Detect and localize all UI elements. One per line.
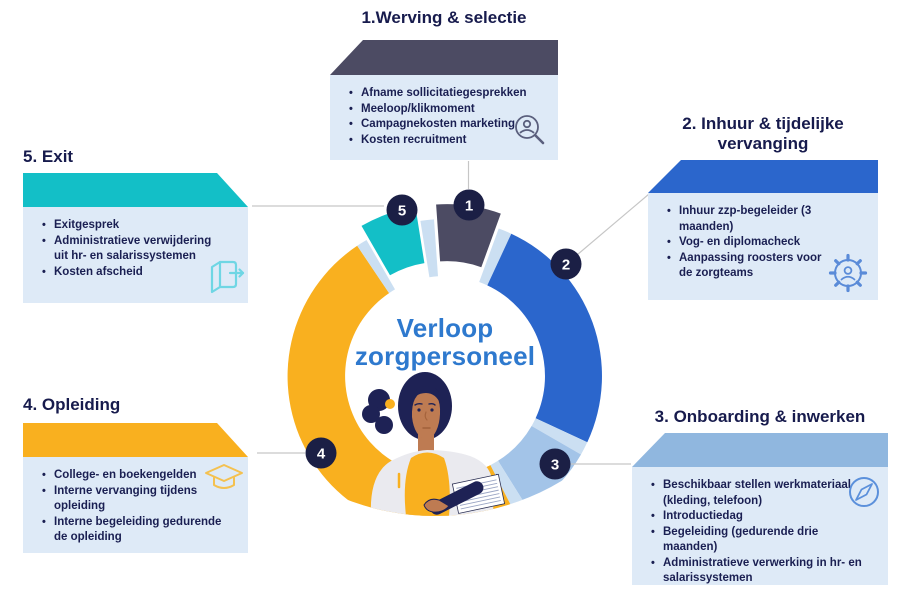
badge-5: 5	[386, 194, 418, 226]
section-2-box: Inhuur zzp-begeleider (3 maanden) Vog- e…	[648, 193, 878, 300]
nurse-illustration	[362, 372, 506, 516]
bullet-item: Kosten afscheid	[41, 265, 224, 281]
section-2-title: 2. Inhuur & tijdelijke vervanging	[682, 114, 844, 153]
person-gear-icon	[828, 253, 868, 293]
bullet-item: Meeloop/klikmoment	[348, 102, 546, 118]
graduation-cap-icon	[205, 464, 243, 489]
bullet-item: Beschikbaar stellen werkmateriaal (kledi…	[650, 478, 875, 509]
section-4-title: 4. Opleiding	[23, 395, 121, 414]
bullet-item: Inhuur zzp-begeleider (3 maanden)	[666, 204, 827, 235]
segment-3-onboarding	[498, 426, 581, 510]
section-1-header-strip	[330, 40, 558, 75]
section-4-box: College- en boekengelden Interne vervang…	[23, 457, 248, 553]
section-1-box: Afname sollicitatiegesprekken Meeloop/kl…	[330, 75, 558, 160]
bullet-item: College- en boekengelden	[41, 468, 232, 484]
segment-separator	[531, 418, 588, 455]
badge-3: 3	[539, 448, 571, 480]
bullet-item: Campagnekosten marketing	[348, 117, 546, 133]
bullet-item: Begeleiding (gedurende drie maanden)	[650, 525, 875, 556]
compass-icon	[849, 477, 879, 507]
hair-fringe	[410, 386, 442, 405]
connectors	[252, 161, 650, 465]
section-3-header-strip	[632, 433, 888, 467]
section-3-title: 3. Onboarding & inwerken	[654, 407, 866, 426]
bullet-item: Interne begeleiding gedurende de opleidi…	[41, 515, 232, 546]
bullet-item: Interne vervanging tijdens opleiding	[41, 484, 232, 515]
hand	[423, 498, 450, 513]
hair-tie	[385, 399, 395, 409]
section-2-bullet-list: Inhuur zzp-begeleider (3 maanden) Vog- e…	[666, 204, 866, 282]
bullet-item: Afname sollicitatiegesprekken	[348, 86, 546, 102]
section-2-header-strip	[648, 160, 878, 193]
exit-door-icon	[210, 260, 245, 294]
svg-text:1: 1	[465, 198, 473, 215]
svg-text:3: 3	[551, 457, 559, 474]
section-4-bullet-list: College- en boekengelden Interne vervang…	[41, 468, 236, 546]
connector-line-2	[576, 193, 650, 256]
section-5-box: Exitgesprek Administratieve verwijdering…	[23, 207, 248, 303]
bullet-item: Exitgesprek	[41, 218, 224, 234]
segment-separator	[420, 219, 438, 278]
svg-text:5: 5	[398, 203, 406, 220]
bullet-item: Introductiedag	[650, 509, 875, 525]
segment-2-inhuur	[487, 233, 602, 443]
section-3-bullet-list: Beschikbaar stellen werkmateriaal (kledi…	[650, 478, 876, 587]
badge-2: 2	[550, 248, 582, 280]
bullet-item: Administratieve verwijdering uit hr- en …	[41, 234, 224, 265]
person-search-icon	[515, 115, 545, 145]
bullet-item: Aanpassing roosters voor de zorgteams	[666, 251, 827, 282]
section-4-header-strip	[23, 423, 248, 457]
section-5-header-strip	[23, 173, 248, 207]
section-5-title: 5. Exit	[23, 147, 74, 166]
badge-1: 1	[453, 189, 485, 221]
section-1-title: 1.Werving & selectie	[361, 8, 527, 27]
section-3-box: Beschikbaar stellen werkmateriaal (kledi…	[632, 467, 888, 585]
segment-separator	[479, 228, 512, 286]
face	[411, 390, 441, 441]
badge-4: 4	[305, 437, 337, 469]
bullet-item: Administratieve verwerking in hr- en sal…	[650, 556, 875, 587]
section-1-bullet-list: Afname sollicitatiegesprekken Meeloop/kl…	[348, 86, 546, 148]
bullet-item: Kosten recruitment	[348, 133, 546, 149]
bullet-item: Vog- en diplomacheck	[666, 235, 827, 251]
svg-text:4: 4	[317, 446, 326, 463]
badges: 1 2 3 4 5	[305, 189, 582, 480]
segment-separator	[357, 240, 395, 294]
segment-1-werving	[436, 204, 501, 268]
section-5-bullet-list: Exitgesprek Administratieve verwijdering…	[41, 218, 236, 280]
segment-4-opleiding	[287, 245, 517, 516]
svg-text:2: 2	[562, 257, 570, 274]
